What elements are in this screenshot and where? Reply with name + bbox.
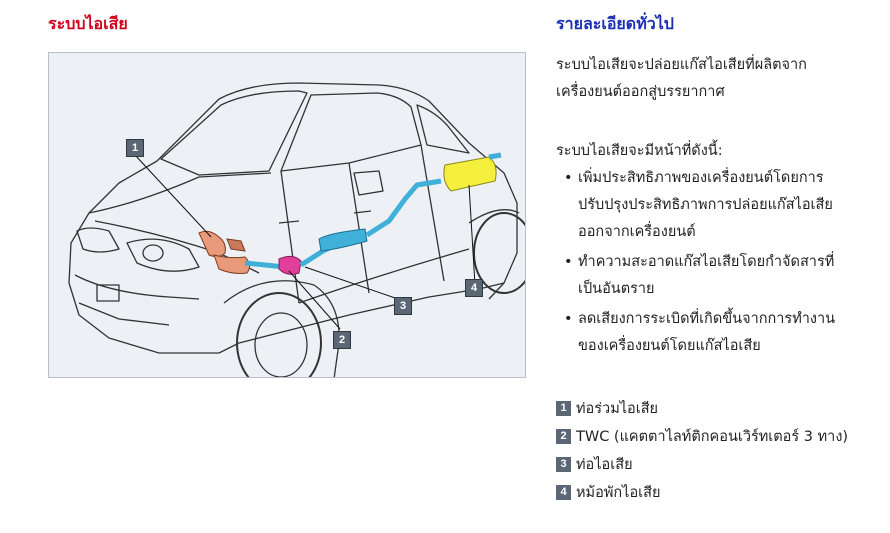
- section-title-general-details: รายละเอียดทั่วไป: [556, 14, 674, 33]
- functions-list: •เพิ่มประสิทธิภาพของเครื่องยนต์โดยการปรั…: [556, 165, 856, 363]
- legend-item: 1 ท่อร่วมไอเสีย: [556, 395, 856, 423]
- callout-3: 3: [394, 297, 412, 315]
- legend-label: หม้อพักไอเสีย: [576, 485, 661, 501]
- legend-label: TWC (แคตตาไลท์ติกคอนเวิร์ทเตอร์ 3 ทาง): [576, 429, 849, 445]
- legend-item: 2 TWC (แคตตาไลท์ติกคอนเวิร์ทเตอร์ 3 ทาง): [556, 423, 856, 451]
- legend-number: 2: [556, 429, 571, 444]
- exhaust-system-illustration: 1 2 3 4: [48, 52, 526, 378]
- bullet-icon: •: [564, 311, 573, 327]
- legend-number: 4: [556, 485, 571, 500]
- legend-label: ท่อร่วมไอเสีย: [576, 401, 659, 417]
- bullet-icon: •: [564, 170, 573, 186]
- list-item: •เพิ่มประสิทธิภาพของเครื่องยนต์โดยการปรั…: [556, 165, 856, 246]
- legend-item: 3 ท่อไอเสีย: [556, 451, 856, 479]
- legend-number: 1: [556, 401, 571, 416]
- functions-heading: ระบบไอเสียจะมีหน้าที่ดังนี้:: [556, 143, 723, 159]
- legend-number: 3: [556, 457, 571, 472]
- list-item: •ลดเสียงการระเบิดที่เกิดขึ้นจากการทำงานข…: [556, 306, 856, 360]
- callout-4: 4: [465, 279, 483, 297]
- callout-2: 2: [333, 331, 351, 349]
- bullet-icon: •: [564, 254, 573, 270]
- car-drawing: [68, 82, 525, 377]
- description-block: ระบบไอเสียจะปล่อยแก๊สไอเสียที่ผลิตจากเคร…: [556, 52, 856, 106]
- parts-legend: 1 ท่อร่วมไอเสีย 2 TWC (แคตตาไลท์ติกคอนเวิร…: [556, 395, 856, 507]
- legend-label: ท่อไอเสีย: [576, 457, 633, 473]
- section-title-exhaust-system: ระบบไอเสีย: [48, 14, 128, 33]
- description-text: ระบบไอเสียจะปล่อยแก๊สไอเสียที่ผลิตจากเคร…: [556, 57, 807, 100]
- list-item: •ทำความสะอาดแก๊สไอเสียโดยกำจัดสารที่เป็น…: [556, 249, 856, 303]
- callout-1: 1: [126, 139, 144, 157]
- legend-item: 4 หม้อพักไอเสีย: [556, 479, 856, 507]
